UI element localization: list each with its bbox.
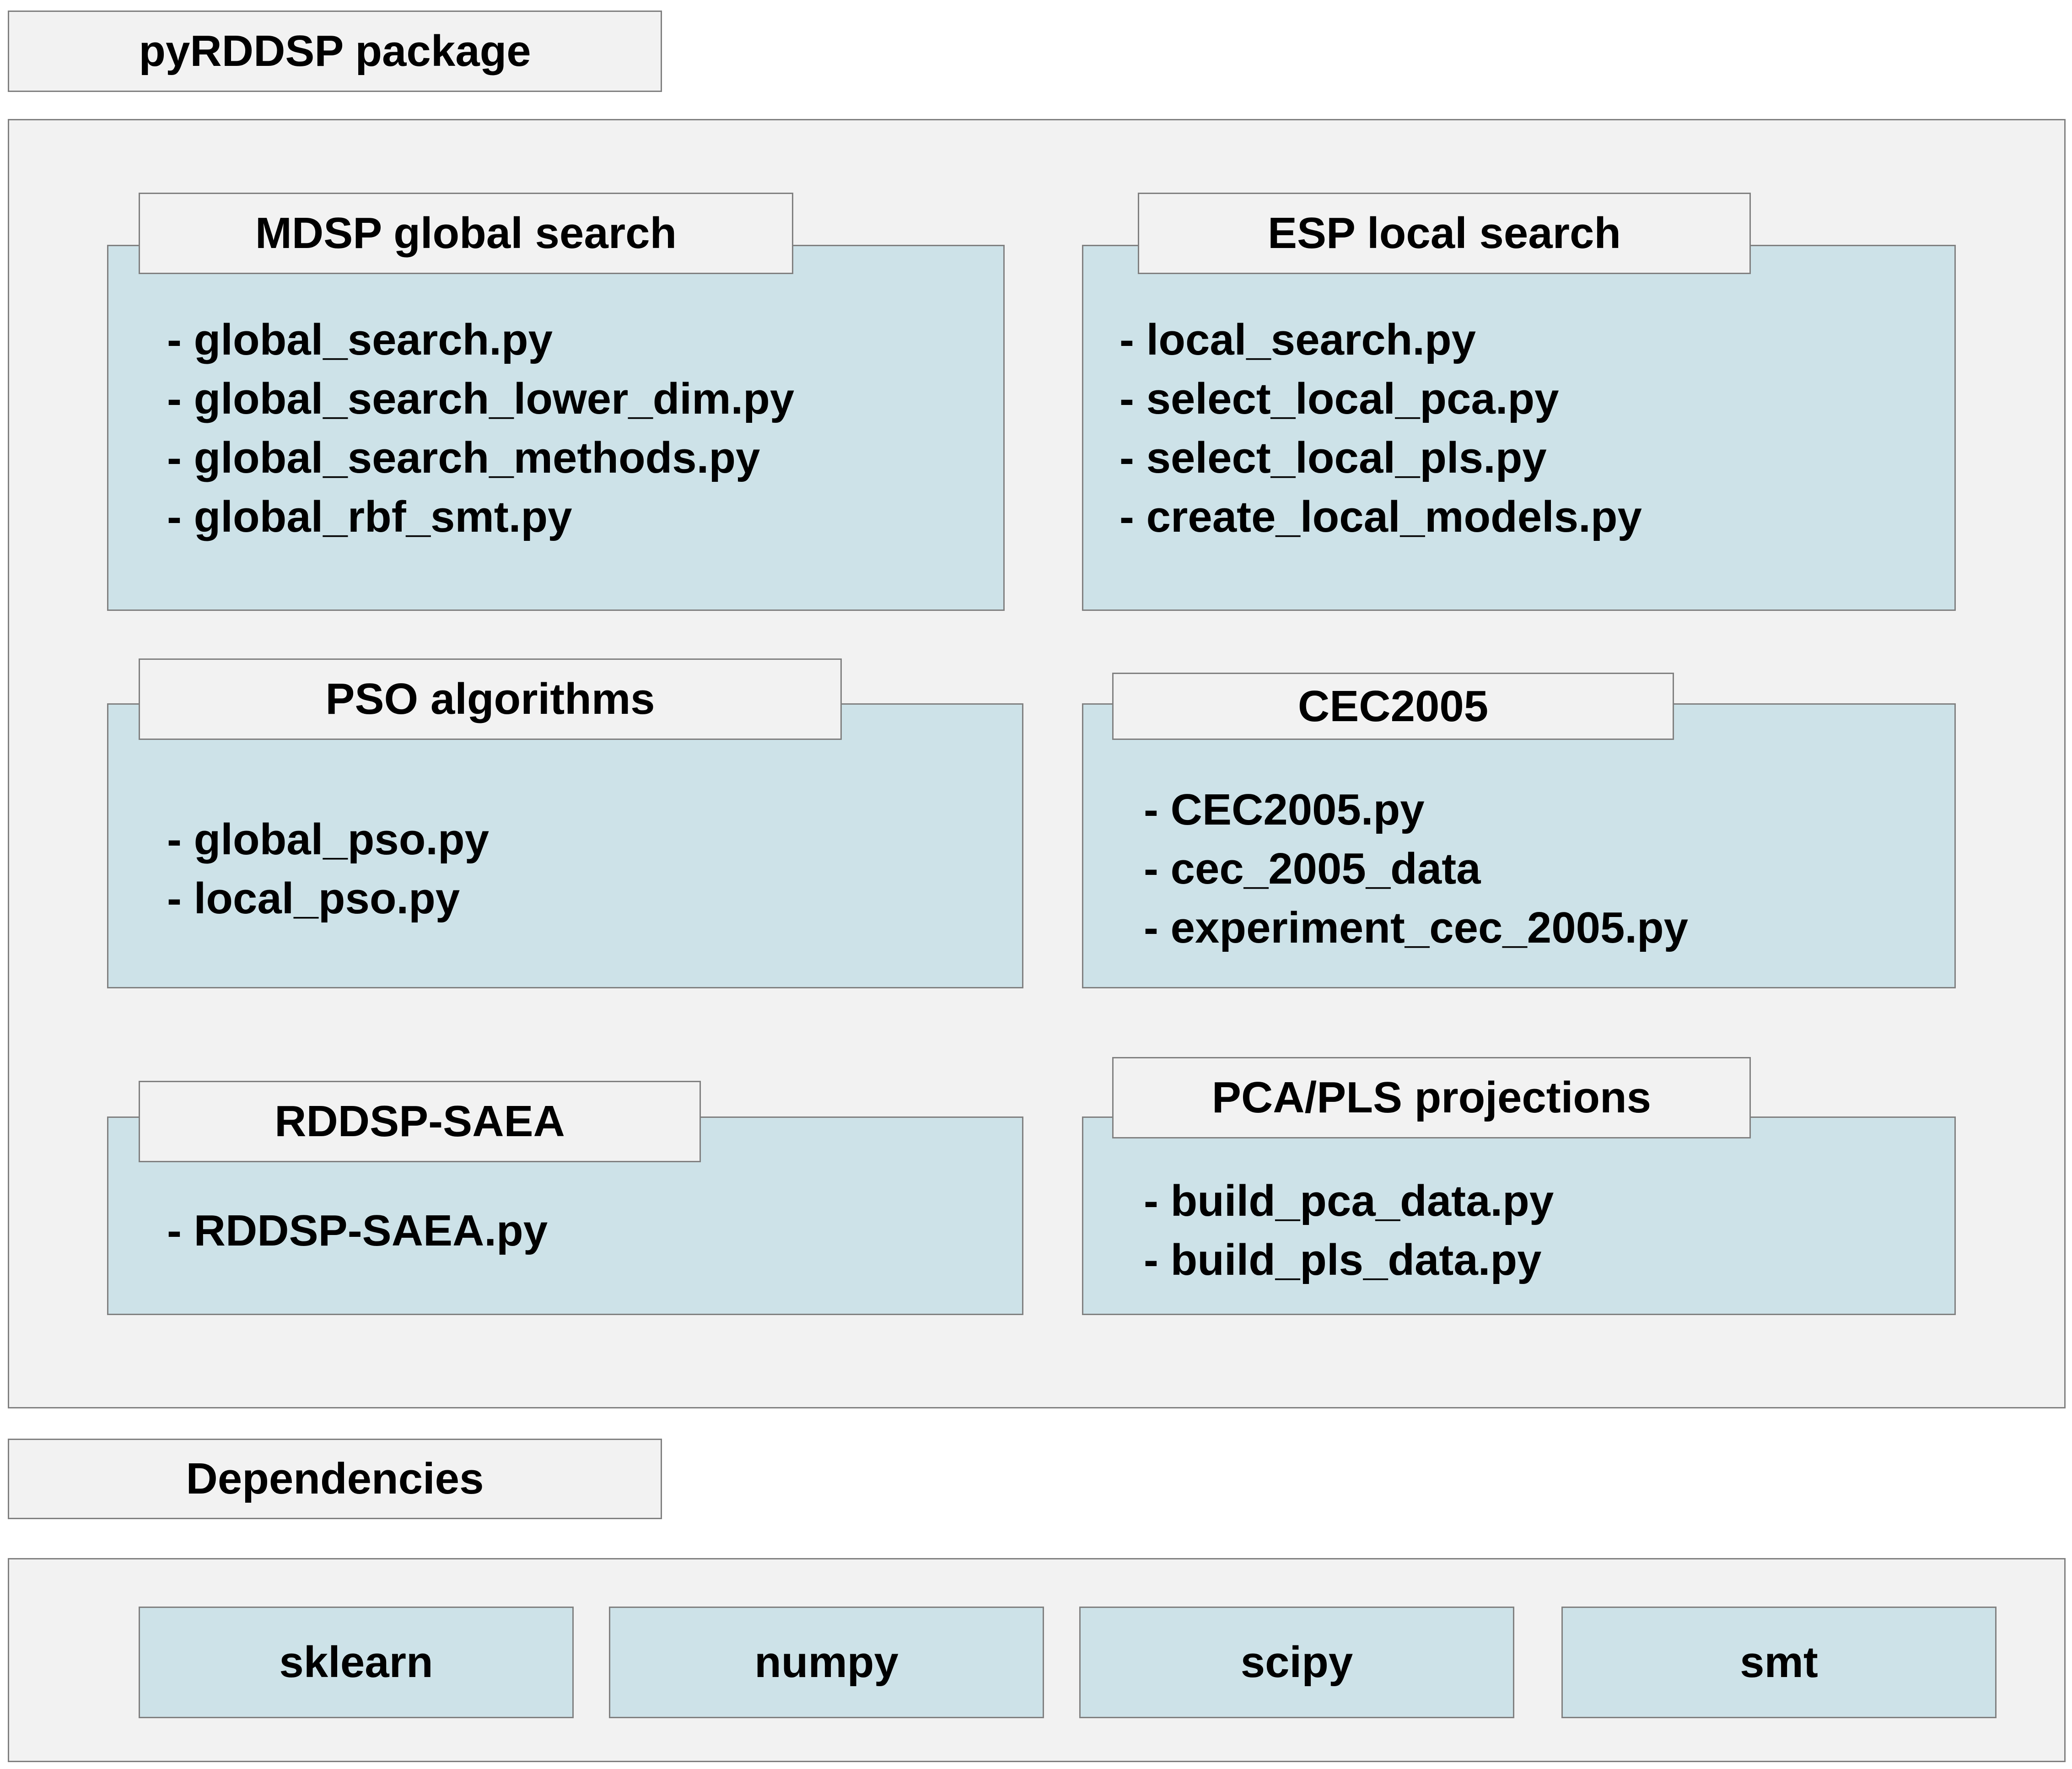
file-item: - cec_2005_data — [1144, 844, 1481, 893]
module-rddsp-saea-file-list: - RDDSP-SAEA.py — [167, 1201, 548, 1260]
file-item: - CEC2005.py — [1144, 785, 1425, 834]
module-pca-pls-projections — [1082, 1116, 1956, 1315]
file-item: - build_pls_data.py — [1144, 1235, 1542, 1284]
file-item: - local_search.py — [1119, 315, 1476, 364]
module-pca-pls-projections-title: PCA/PLS projections — [1112, 1057, 1751, 1138]
dependency-sklearn: sklearn — [139, 1607, 574, 1718]
file-item: - global_pso.py — [167, 815, 490, 864]
module-esp-local-search-title: ESP local search — [1138, 193, 1751, 274]
dependencies-title: Dependencies — [8, 1439, 662, 1519]
file-item: - global_search_methods.py — [167, 433, 760, 482]
file-item: - experiment_cec_2005.py — [1144, 903, 1689, 952]
file-item: - local_pso.py — [167, 874, 460, 923]
file-item: - select_local_pca.py — [1119, 374, 1559, 423]
file-item: - global_search_lower_dim.py — [167, 374, 795, 423]
dependency-numpy: numpy — [609, 1607, 1044, 1718]
package-title: pyRDDSP package — [8, 11, 662, 92]
module-pso-algorithms-title: PSO algorithms — [139, 658, 842, 740]
module-esp-file-list: - local_search.py - select_local_pca.py … — [1119, 310, 1642, 546]
module-esp-local-search — [1082, 245, 1956, 611]
dependency-smt: smt — [1561, 1607, 1997, 1718]
file-item: - global_rbf_smt.py — [167, 492, 572, 541]
module-pso-algorithms — [107, 703, 1023, 988]
module-pso-file-list: - global_pso.py - local_pso.py — [167, 810, 489, 928]
module-cec2005 — [1082, 703, 1956, 988]
file-item: - create_local_models.py — [1119, 492, 1642, 541]
file-item: - RDDSP-SAEA.py — [167, 1206, 548, 1255]
file-item: - global_search.py — [167, 315, 553, 364]
module-rddsp-saea-title: RDDSP-SAEA — [139, 1081, 701, 1162]
file-item: - select_local_pls.py — [1119, 433, 1547, 482]
module-pca-pls-file-list: - build_pca_data.py - build_pls_data.py — [1144, 1171, 1554, 1289]
module-mdsp-global-search-title: MDSP global search — [139, 193, 793, 274]
module-cec2005-title: CEC2005 — [1112, 673, 1674, 740]
module-mdsp-file-list: - global_search.py - global_search_lower… — [167, 310, 794, 546]
file-item: - build_pca_data.py — [1144, 1176, 1554, 1225]
dependency-scipy: scipy — [1079, 1607, 1514, 1718]
package-title-text: pyRDDSP package — [139, 27, 531, 76]
module-cec2005-file-list: - CEC2005.py - cec_2005_data - experimen… — [1144, 780, 1688, 957]
module-mdsp-global-search — [107, 245, 1005, 611]
